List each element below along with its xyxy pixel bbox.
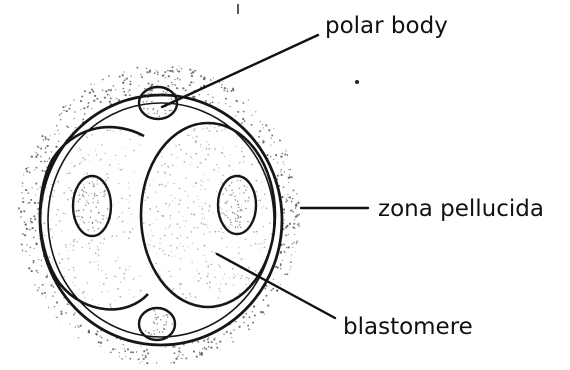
polar-body-leader-line	[162, 35, 318, 107]
stray-dot	[355, 80, 359, 84]
zona-pellucida-label: zona pellucida	[378, 196, 544, 222]
zona-pellucida-stipple	[15, 61, 305, 370]
left-blastomere-stipple	[35, 117, 153, 318]
right-nucleus	[218, 176, 256, 234]
left-nucleus	[73, 176, 111, 236]
polar-body-stipple	[143, 91, 173, 335]
blastomere-label: blastomere	[343, 314, 473, 340]
polar-body-label: polar body	[325, 13, 448, 39]
